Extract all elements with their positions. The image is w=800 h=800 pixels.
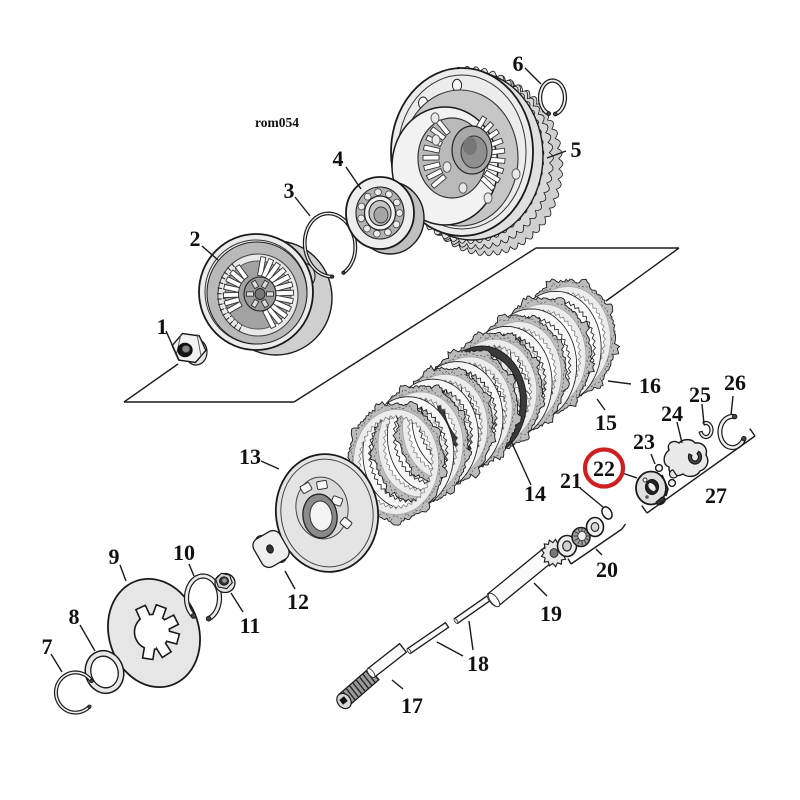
svg-text:rom054: rom054 [255, 115, 299, 130]
svg-text:19: 19 [540, 601, 562, 626]
svg-text:5: 5 [571, 137, 582, 162]
svg-text:14: 14 [524, 481, 546, 506]
svg-text:22: 22 [593, 456, 615, 481]
svg-text:16: 16 [639, 373, 661, 398]
svg-text:24: 24 [661, 401, 683, 426]
svg-text:15: 15 [595, 410, 617, 435]
svg-text:12: 12 [287, 589, 309, 614]
svg-text:9: 9 [109, 544, 120, 569]
svg-text:7: 7 [42, 634, 53, 659]
svg-text:8: 8 [69, 604, 80, 629]
svg-text:4: 4 [333, 146, 344, 171]
svg-text:21: 21 [560, 468, 582, 493]
svg-text:13: 13 [239, 444, 261, 469]
svg-text:26: 26 [724, 370, 746, 395]
svg-text:25: 25 [689, 382, 711, 407]
svg-text:3: 3 [284, 178, 295, 203]
svg-text:23: 23 [633, 429, 655, 454]
svg-text:20: 20 [596, 557, 618, 582]
svg-text:1: 1 [157, 314, 168, 339]
svg-text:18: 18 [467, 651, 489, 676]
svg-text:11: 11 [240, 613, 261, 638]
svg-text:2: 2 [190, 226, 201, 251]
svg-text:17: 17 [401, 693, 423, 718]
svg-text:10: 10 [173, 540, 195, 565]
svg-text:6: 6 [513, 51, 524, 76]
svg-text:27: 27 [705, 483, 727, 508]
